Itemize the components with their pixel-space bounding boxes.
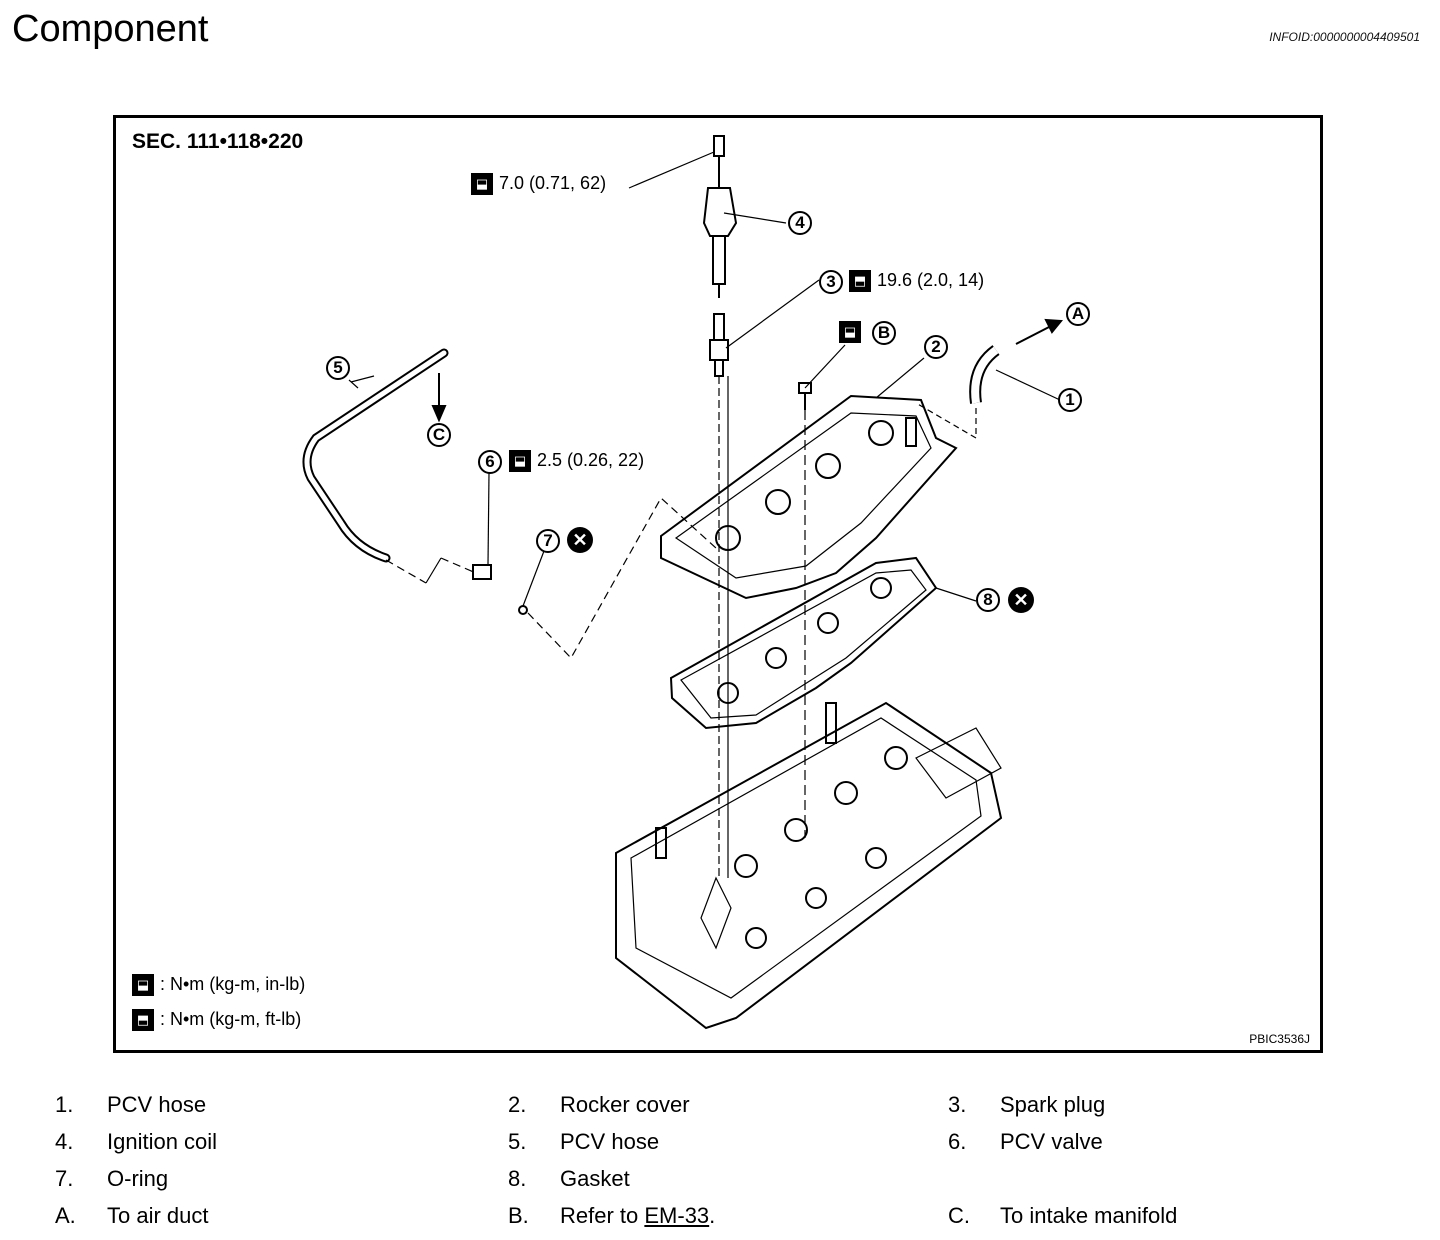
torque-spec-coil-bolt: ⬓ 7.0 (0.71, 62) [471, 173, 607, 196]
torque-in-lb-icon: ⬓ [509, 450, 531, 473]
callout-7: 7 [536, 529, 560, 553]
part-label: To intake manifold [1000, 1203, 1178, 1228]
callout-3: 3 [819, 270, 843, 294]
page-title: Component [12, 8, 209, 50]
part-label: PCV valve [1000, 1129, 1103, 1154]
part-number: B. [508, 1203, 529, 1228]
legend-text: : N•m (kg-m, in-lb) [160, 974, 306, 994]
torque-spec-text: 2.5 (0.26, 22) [537, 450, 645, 470]
torque-in-lb-icon: ⬓ [471, 173, 493, 196]
gasket-drawing [669, 556, 938, 730]
callout-1: 1 [1058, 388, 1082, 412]
callout-a: A [1066, 302, 1090, 326]
part-number: 1. [55, 1092, 74, 1117]
torque-spec-text: 7.0 (0.71, 62) [499, 173, 607, 193]
callout-5: 5 [326, 356, 350, 380]
part-label-suffix: . [709, 1203, 716, 1228]
torque-ft-lb-icon: ⬒ [132, 1009, 154, 1032]
part-label-prefix: Refer to [560, 1203, 645, 1228]
pcv-hose-5-drawing [302, 348, 449, 563]
torque-ft-lb-icon: ⬒ [849, 270, 871, 293]
part-number: 4. [55, 1129, 74, 1154]
part-label: Gasket [560, 1166, 630, 1191]
ignition-coil-drawing [702, 135, 738, 298]
part-label: Spark plug [1000, 1092, 1106, 1117]
part-number: 6. [948, 1129, 967, 1154]
em-33-link[interactable]: EM-33 [644, 1203, 710, 1228]
legend-ft-lb: ⬒ : N•m (kg-m, ft-lb) [132, 1009, 302, 1032]
section-title: SEC. 111•118•220 [132, 130, 304, 153]
info-id: INFOID:0000000004409501 [1269, 30, 1420, 44]
figure-code: PBIC3536J [1249, 1032, 1310, 1046]
torque-spec-pcv-valve: ⬓ 2.5 (0.26, 22) [509, 450, 645, 473]
part-label: PCV hose [560, 1129, 660, 1154]
part-label: O-ring [107, 1166, 169, 1191]
callout-2: 2 [924, 335, 948, 359]
callout-8: 8 [976, 588, 1000, 612]
torque-spec-text: 19.6 (2.0, 14) [877, 270, 985, 290]
part-label: Rocker cover [560, 1092, 690, 1117]
pcv-valve-drawing [472, 564, 492, 580]
part-number: A. [55, 1203, 76, 1228]
part-label: PCV hose [107, 1092, 207, 1117]
rocker-bolt-drawing [798, 382, 812, 410]
part-label: To air duct [107, 1203, 209, 1228]
callout-6: 6 [478, 450, 502, 474]
part-number: 3. [948, 1092, 967, 1117]
part-number: 8. [508, 1166, 527, 1191]
part-number: 7. [55, 1166, 74, 1191]
part-label: Refer to EM-33. [560, 1203, 715, 1229]
callout-4: 4 [788, 211, 812, 235]
legend-text: : N•m (kg-m, ft-lb) [160, 1009, 302, 1029]
part-number: 2. [508, 1092, 527, 1117]
o-ring-drawing [518, 605, 528, 615]
part-number: 5. [508, 1129, 527, 1154]
torque-in-lb-icon: ⬓ [839, 321, 861, 343]
component-diagram: SEC. 111•118•220 [113, 115, 1323, 1053]
torque-spec-spark-plug: ⬒ 19.6 (2.0, 14) [849, 270, 985, 293]
torque-in-lb-icon: ⬓ [132, 974, 154, 997]
rocker-cover-drawing [660, 394, 958, 600]
replace-icon: ✕ [567, 527, 593, 553]
diagram-drawing [302, 135, 1064, 1030]
spark-plug-drawing [709, 313, 729, 377]
callout-c: C [427, 423, 451, 447]
callout-b: B [872, 321, 896, 345]
cylinder-head-drawing [615, 701, 1003, 1030]
replace-icon: ✕ [1008, 587, 1034, 613]
part-number: C. [948, 1203, 970, 1228]
part-label: Ignition coil [107, 1129, 218, 1154]
legend-in-lb: ⬓ : N•m (kg-m, in-lb) [132, 974, 306, 997]
